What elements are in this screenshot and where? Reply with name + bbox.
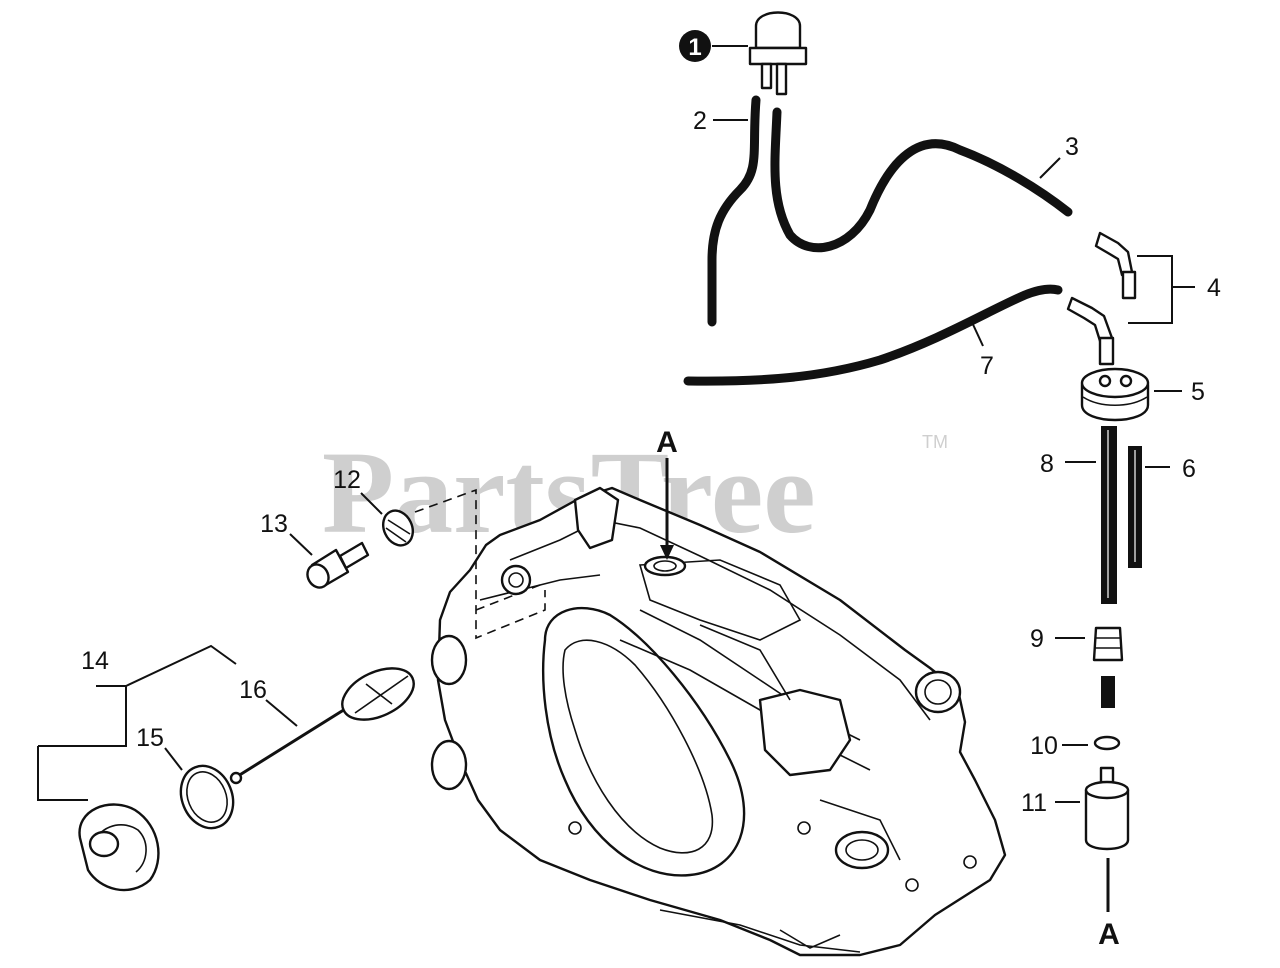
watermark-trademark: TM [922,432,948,452]
strainer-part-16[interactable] [229,658,422,785]
primer-bulb-part[interactable] [748,11,808,96]
callout-8: 8 [1040,450,1054,478]
fuel-hoses-2-3[interactable] [707,95,1073,327]
crankcase-housing[interactable] [430,486,1007,957]
fuel-line-6[interactable] [1128,446,1142,568]
hose-connector-part[interactable] [1092,626,1124,708]
callout-14: 14 [81,647,109,675]
elbow-fitting-upper[interactable] [1094,231,1137,300]
callout-4: 4 [1207,274,1221,302]
elbow-fitting-lower[interactable] [1066,296,1115,366]
callout-2: 2 [693,107,707,135]
callout-16: 16 [239,676,267,704]
callout-3: 3 [1065,133,1079,161]
tank-grommet-part[interactable] [1080,367,1150,422]
callout-7: 7 [980,352,994,380]
valve-part-13[interactable] [303,541,370,591]
fuel-filter-part[interactable] [1084,766,1130,851]
callout-1: 1 [679,30,711,62]
reference-mark-bottom: A [1098,918,1120,951]
callout-1-text: 1 [688,34,701,61]
fuel-line-8[interactable] [1101,426,1117,604]
clip-ring-part[interactable] [1093,735,1121,751]
callout-11: 11 [1021,789,1047,817]
callout-15: 15 [136,724,164,752]
oil-cap-part-14[interactable] [78,803,160,892]
callout-5: 5 [1191,378,1205,406]
callout-leaders [37,45,1195,912]
o-ring-part-15[interactable] [172,758,242,836]
oil-seal-part-12[interactable] [378,506,419,550]
reference-mark-top: A [656,426,678,459]
callout-6: 6 [1182,455,1196,483]
assembly-dashed-lines [414,488,546,640]
callout-labels: 1 2 3 4 5 6 7 8 9 10 11 12 13 14 15 16 A… [81,30,1221,951]
callout-10: 10 [1030,732,1058,760]
callout-13: 13 [260,510,288,538]
callout-9: 9 [1030,625,1044,653]
fuel-hose-7[interactable] [683,284,1063,386]
callout-12: 12 [333,466,361,494]
